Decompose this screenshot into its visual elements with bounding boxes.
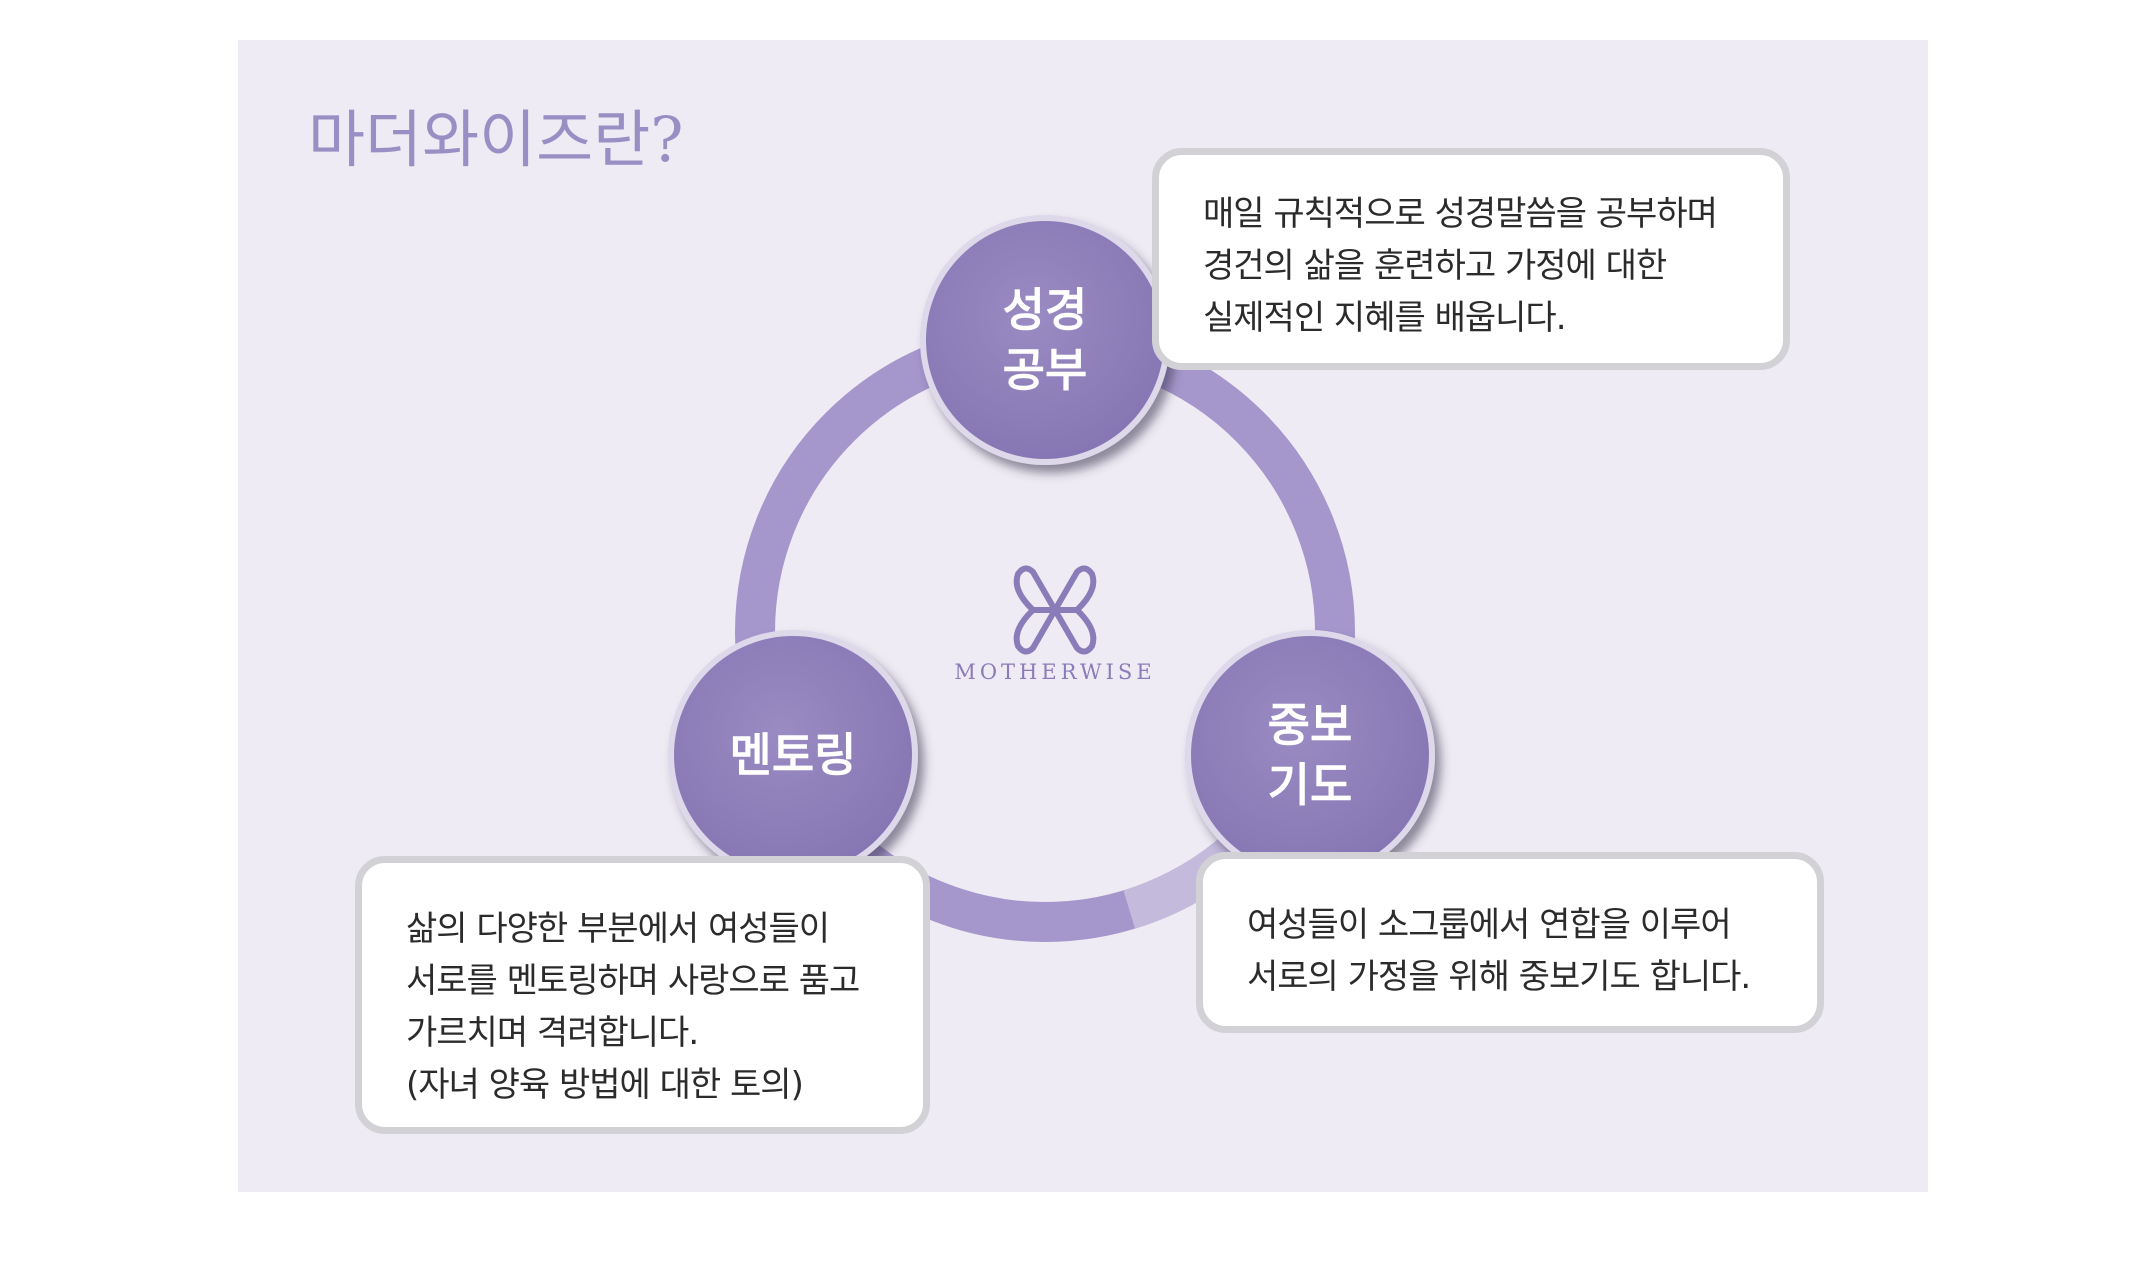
callout-mentoring: 삶의 다양한 부분에서 여성들이 서로를 멘토링하며 사랑으로 품고 가르치며 … xyxy=(355,856,930,1134)
node-label-bible: 성경 공부 xyxy=(1002,283,1088,397)
callout-bible-line: 매일 규칙적으로 성경말씀을 공부하며 xyxy=(1203,194,1718,234)
node-label-prayer: 중보 기도 xyxy=(1267,698,1353,812)
flower-icon xyxy=(1013,565,1097,655)
callout-mentoring-line: 가르치며 격려합니다. xyxy=(406,1013,699,1053)
node-label-mentoring: 멘토링 xyxy=(729,728,857,782)
callout-mentoring-line: 삶의 다양한 부분에서 여성들이 xyxy=(406,909,830,949)
callout-mentoring-line: (자녀 양육 방법에 대한 토의) xyxy=(406,1065,804,1105)
callout-bible-line: 실제적인 지혜를 배웁니다. xyxy=(1203,298,1567,338)
logo-wordmark: MOTHERWISE xyxy=(954,660,1156,684)
callout-prayer: 여성들이 소그룹에서 연합을 이루어 서로의 가정을 위해 중보기도 합니다. xyxy=(1196,852,1824,1033)
callout-prayer-line: 서로의 가정을 위해 중보기도 합니다. xyxy=(1247,957,1751,997)
page-title: 마더와이즈란? xyxy=(308,103,684,176)
callout-bible: 매일 규칙적으로 성경말씀을 공부하며 경건의 삶을 훈련하고 가정에 대한 실… xyxy=(1152,148,1790,370)
callout-prayer-line: 여성들이 소그룹에서 연합을 이루어 xyxy=(1247,905,1732,945)
motherwise-logo: MOTHERWISE xyxy=(940,560,1170,690)
callout-bible-line: 경건의 삶을 훈련하고 가정에 대한 xyxy=(1203,246,1667,286)
callout-mentoring-line: 서로를 멘토링하며 사랑으로 품고 xyxy=(406,961,860,1001)
